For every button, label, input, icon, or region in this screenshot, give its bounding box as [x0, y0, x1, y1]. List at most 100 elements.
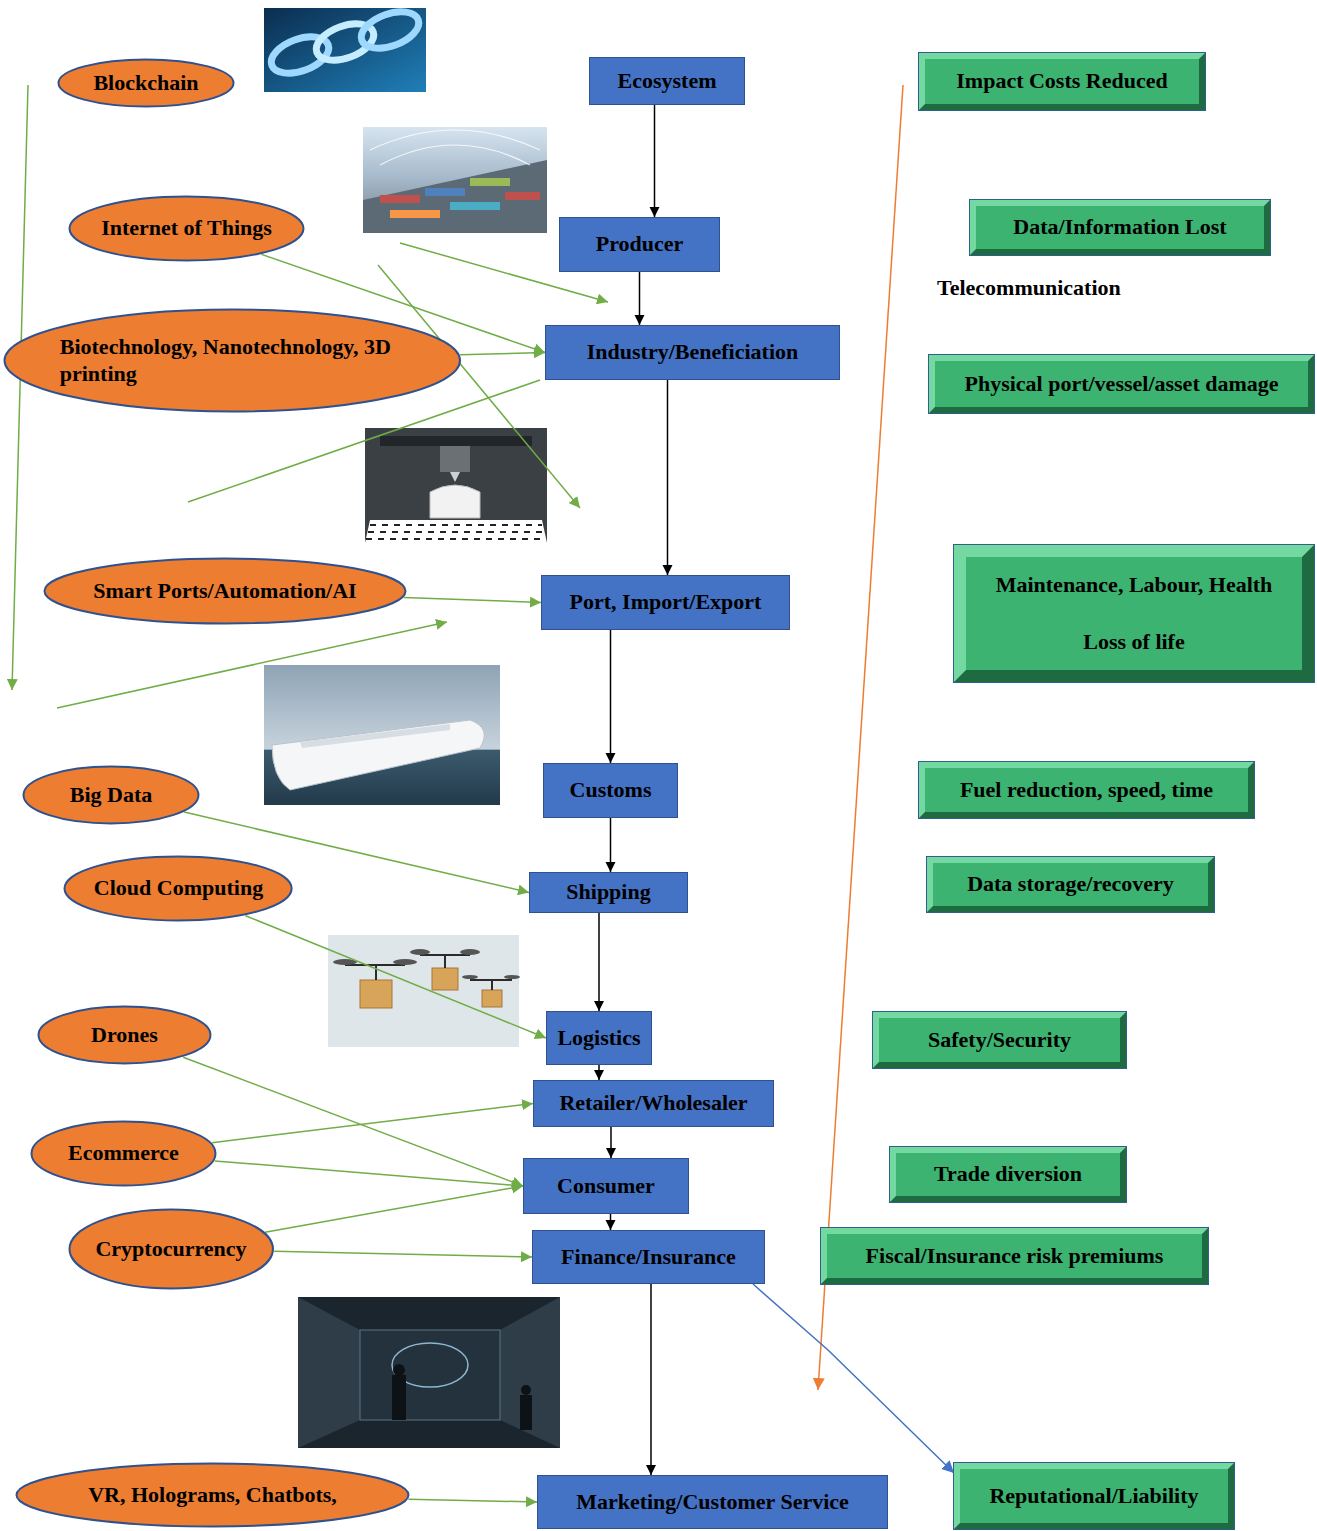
node-text: Fuel reduction, speed, time [960, 777, 1213, 803]
ellipse-shape [24, 767, 199, 824]
port-photo [363, 127, 547, 233]
node-text: Safety/Security [928, 1027, 1071, 1053]
ellipse-shape [32, 1122, 216, 1186]
node-text: Ecommerce [68, 1140, 179, 1166]
node-text: Producer [596, 231, 684, 257]
technology-ellipse: Smart Ports/Automation/AI [43, 557, 407, 625]
flow-arrow [610, 1214, 612, 1230]
node-text: Logistics [557, 1025, 640, 1051]
technology-ellipse: Cryptocurrency [68, 1208, 274, 1290]
node-text: Fiscal/Insurance risk premiums [866, 1243, 1164, 1269]
node-text: Loss of life [1083, 629, 1184, 655]
technology-ellipse: Blockchain [57, 58, 235, 108]
node-text: Impact Costs Reduced [956, 68, 1167, 94]
flow-arrow [610, 818, 612, 872]
node-text: Maintenance, Labour, Health [996, 572, 1273, 598]
technology-ellipse: Drones [37, 1005, 212, 1065]
technology-ellipse: VR, Holograms, Chatbots, [15, 1462, 410, 1528]
node-text: Physical port/vessel/asset damage [964, 371, 1278, 397]
node-text: Shipping [566, 879, 650, 905]
supply-chain-box: Finance/Insurance [532, 1230, 765, 1284]
flow-arrow [212, 1104, 533, 1143]
node-text: VR, Holograms, Chatbots, [88, 1482, 337, 1508]
node-text: Cloud Computing [94, 875, 263, 901]
impact-box: Data/Information Lost [970, 200, 1270, 255]
technology-ellipse: Ecommerce [30, 1120, 217, 1187]
node-text: Data storage/recovery [967, 871, 1174, 897]
ellipse-shape [59, 60, 234, 107]
impact-box: Trade diversion [890, 1147, 1126, 1202]
node-text: Blockchain [93, 70, 198, 96]
node-text: Finance/Insurance [561, 1244, 736, 1270]
flow-arrow [654, 105, 656, 217]
technology-ellipse: Big Data [22, 765, 200, 825]
flow-arrow [265, 1186, 523, 1232]
node-text: Internet of Things [101, 215, 272, 241]
flow-arrow [183, 1057, 523, 1186]
supply-chain-box: Port, Import/Export [541, 575, 790, 630]
flow-arrow [246, 916, 547, 1038]
node-text: Consumer [557, 1173, 655, 1199]
node-text: Industry/Beneficiation [587, 339, 798, 365]
supply-chain-box: Retailer/Wholesaler [533, 1080, 774, 1127]
impact-box: Maintenance, Labour, HealthLoss of life [954, 545, 1314, 682]
flow-arrow [274, 1251, 532, 1257]
free-label: Telecommunication [937, 275, 1121, 301]
node-text: Trade diversion [934, 1161, 1082, 1187]
node-text: Biotechnology, Nanotechnology, 3D printi… [60, 334, 405, 387]
drones-photo [328, 935, 520, 1047]
supply-chain-box: Customs [543, 763, 678, 818]
supply-chain-box: Logistics [546, 1011, 652, 1065]
node-text: Marketing/Customer Service [576, 1489, 849, 1515]
impact-box: Impact Costs Reduced [919, 53, 1205, 110]
node-text: Cryptocurrency [95, 1236, 246, 1262]
flow-arrow [610, 1127, 612, 1158]
impact-box: Data storage/recovery [927, 857, 1214, 912]
technology-ellipse: Biotechnology, Nanotechnology, 3D printi… [3, 308, 462, 413]
ellipse-shape [39, 1007, 211, 1064]
supply-chain-box: Producer [559, 217, 720, 272]
flow-arrow [460, 353, 545, 355]
ellipse-shape [17, 1464, 409, 1527]
technology-ellipse: Cloud Computing [63, 855, 293, 922]
supply-chain-box: Ecosystem [589, 57, 745, 105]
flow-arrow [404, 598, 541, 603]
ellipse-shape [45, 559, 406, 624]
supply-chain-box: Consumer [523, 1158, 689, 1214]
flow-arrow [650, 1284, 652, 1475]
impact-box: Physical port/vessel/asset damage [929, 355, 1314, 413]
node-text: Smart Ports/Automation/AI [93, 578, 356, 604]
supply-chain-box: Industry/Beneficiation [545, 325, 840, 380]
ellipse-shape [65, 857, 292, 921]
flow-arrow [639, 272, 641, 325]
impact-box: Reputational/Liability [954, 1463, 1234, 1529]
impact-box: Fiscal/Insurance risk premiums [821, 1228, 1208, 1284]
flow-arrow [215, 1161, 523, 1186]
impact-box: Fuel reduction, speed, time [919, 762, 1254, 818]
ellipse-shape [70, 197, 304, 261]
supply-chain-box: Marketing/Customer Service [537, 1475, 888, 1529]
node-text: Customs [570, 777, 652, 803]
ship-photo [264, 665, 500, 805]
supply-chain-box: Shipping [529, 872, 688, 913]
node-text: Drones [91, 1022, 158, 1048]
flow-arrow [408, 1499, 537, 1502]
flow-arrow [598, 1065, 600, 1080]
leader-lines [12, 85, 903, 1390]
technology-ellipse: Internet of Things [68, 195, 305, 262]
node-text: Ecosystem [618, 68, 717, 94]
node-text: Port, Import/Export [570, 589, 762, 615]
flow-arrow [598, 913, 600, 1011]
flow-arrow [610, 630, 612, 763]
node-text: Data/Information Lost [1013, 214, 1226, 240]
ellipse-shape [69, 1210, 272, 1289]
flow-arrow [753, 1284, 954, 1473]
flow-arrow [667, 380, 669, 575]
printer-photo [365, 428, 547, 543]
impact-box: Safety/Security [873, 1012, 1126, 1068]
ellipse-shape [5, 310, 461, 412]
node-text: Big Data [70, 782, 153, 808]
node-text: Retailer/Wholesaler [559, 1090, 747, 1116]
chain-photo [264, 5, 426, 92]
